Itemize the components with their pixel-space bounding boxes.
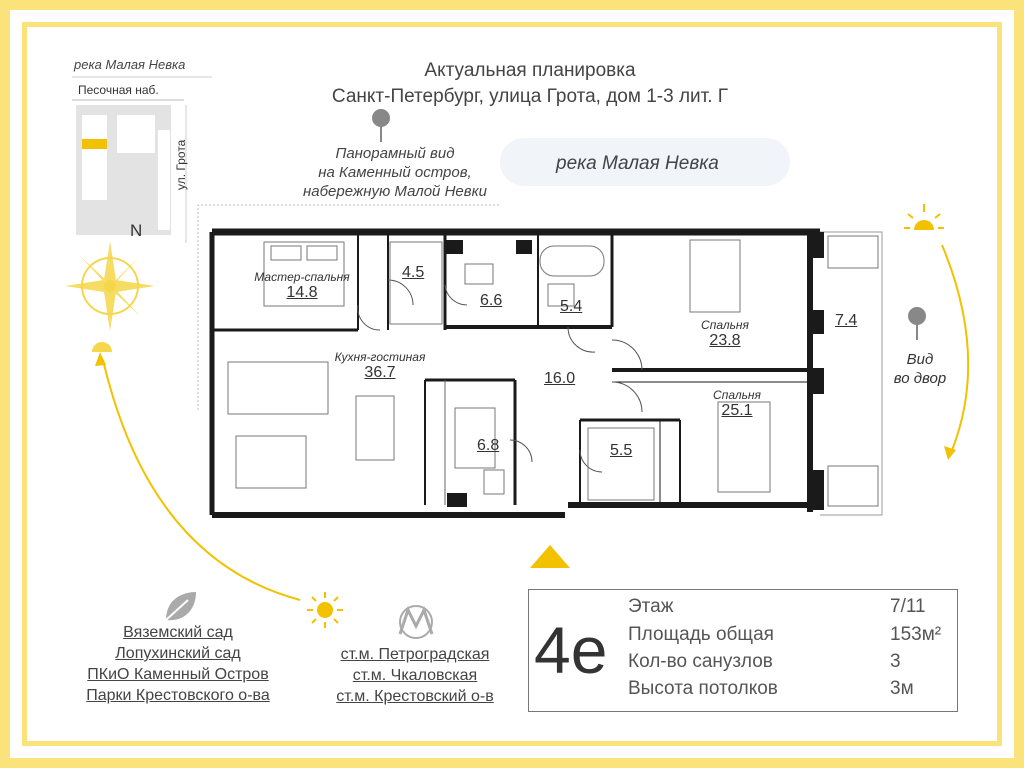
room-bedroom-2: Спальня 25.1 bbox=[713, 388, 761, 419]
park-link[interactable]: ПКиО Каменный Остров bbox=[87, 666, 269, 683]
yard-pin-icon bbox=[908, 307, 926, 340]
inner-border bbox=[22, 22, 1002, 746]
room-bath-1-area: 6.6 bbox=[480, 292, 503, 309]
river-wash bbox=[500, 138, 790, 186]
metro-link[interactable]: ст.м. Чкаловская bbox=[352, 667, 478, 684]
metro-icon bbox=[398, 605, 434, 639]
room-kitchen-living: Кухня-гостиная 36.7 bbox=[334, 350, 426, 381]
park-link[interactable]: Парки Крестовского о-ва bbox=[86, 687, 270, 704]
sunrise-icon bbox=[92, 342, 112, 352]
panorama-view-label: Панорамный вид на Каменный остров, набер… bbox=[303, 145, 487, 200]
map-embankment-label: Песочная наб. bbox=[78, 83, 159, 97]
bathrooms-label: Кол-во санузлов bbox=[628, 651, 773, 672]
site-map: река Малая Невка Песочная наб. ул. Грота… bbox=[62, 55, 212, 245]
metro-link[interactable]: ст.м. Крестовский о-в bbox=[336, 688, 494, 705]
area-label: Площадь общая bbox=[628, 624, 774, 645]
panorama-pin-icon bbox=[372, 109, 390, 142]
room-bath-3-area: 6.8 bbox=[477, 437, 500, 454]
room-master-bedroom: Мастер-спальня 14.8 bbox=[254, 270, 350, 301]
park-link[interactable]: Лопухинский сад bbox=[115, 645, 241, 662]
north-label: N bbox=[130, 221, 143, 240]
parks-list: Вяземский сад Лопухинский сад ПКиО Камен… bbox=[58, 622, 298, 706]
map-drawing bbox=[72, 76, 212, 243]
room-hall-area: 16.0 bbox=[544, 370, 576, 387]
area-value: 153м² bbox=[890, 624, 942, 645]
room-closet-2-area: 5.5 bbox=[610, 442, 633, 459]
height-value: 3м bbox=[890, 678, 914, 699]
apartment-info-box bbox=[528, 589, 958, 712]
sun-icon bbox=[307, 592, 343, 628]
room-bedroom-1: Спальня 23.8 bbox=[701, 318, 749, 349]
park-link[interactable]: Вяземский сад bbox=[123, 624, 233, 641]
room-bath-2-area: 5.4 bbox=[560, 298, 583, 315]
page-frame bbox=[10, 10, 1014, 758]
leaf-icon bbox=[165, 592, 196, 621]
map-river-label: река Малая Невка bbox=[74, 57, 186, 72]
height-label: Высота потолков bbox=[628, 678, 778, 699]
sunset-icon bbox=[904, 204, 944, 230]
page-title: Актуальная планировка Санкт-Петербург, у… bbox=[331, 60, 729, 107]
room-closet-1-area: 4.5 bbox=[402, 264, 425, 281]
river-label: река Малая Невка bbox=[556, 153, 719, 174]
bathrooms-value: 3 bbox=[890, 651, 901, 672]
rooms-code: 4е bbox=[534, 613, 608, 687]
floor-label: Этаж bbox=[628, 596, 674, 617]
yard-view-label: Вид во двор bbox=[893, 351, 947, 387]
floor-value: 7/11 bbox=[890, 596, 926, 617]
metro-list: ст.м. Петроградская ст.м. Чкаловская ст.… bbox=[310, 644, 520, 707]
compass-rose-icon bbox=[65, 241, 155, 331]
room-balcony-area: 7.4 bbox=[835, 312, 858, 329]
metro-link[interactable]: ст.м. Петроградская bbox=[340, 646, 490, 663]
